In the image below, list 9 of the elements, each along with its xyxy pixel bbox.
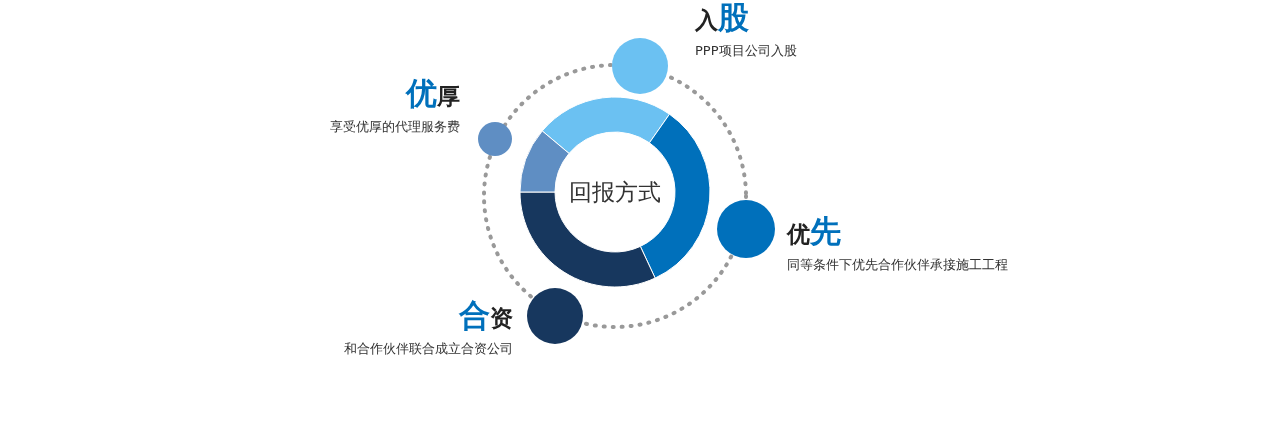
description: PPP项目公司入股 bbox=[695, 42, 797, 60]
heading: 入股 bbox=[695, 2, 749, 33]
description: 享受优厚的代理服务费 bbox=[330, 118, 460, 136]
description: 同等条件下优先合作伙伴承接施工工程 bbox=[787, 256, 1008, 274]
heading: 优先 bbox=[787, 216, 841, 247]
description: 和合作伙伴联合成立合资公司 bbox=[344, 340, 513, 358]
center-label: 回报方式 bbox=[569, 177, 661, 207]
heading: 合资 bbox=[459, 300, 513, 331]
heading: 优厚 bbox=[406, 78, 460, 109]
